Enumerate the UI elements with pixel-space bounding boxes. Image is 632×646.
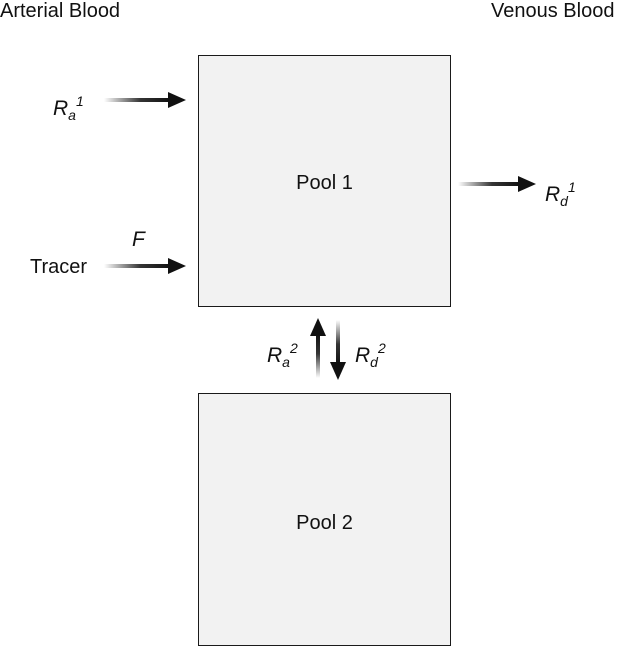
rd2-subscript: d xyxy=(370,354,378,370)
rd1-arrow xyxy=(458,176,536,192)
tracer-arrow xyxy=(104,258,186,274)
rd1-label: Rd1 xyxy=(545,176,576,212)
ra1-superscript: 1 xyxy=(75,93,84,109)
ra2-superscript: 2 xyxy=(289,340,298,356)
pool-2-label: Pool 2 xyxy=(296,512,353,534)
ra2-arrow xyxy=(310,318,326,378)
venous-blood-label: Venous Blood xyxy=(491,0,615,22)
ra1-label: Ra1 xyxy=(53,90,84,126)
arterial-blood-label: Arterial Blood xyxy=(0,0,121,22)
pool-1-box: Pool 1 xyxy=(198,55,451,307)
rd2-arrow xyxy=(330,320,346,380)
ra2-label: Ra2 xyxy=(267,337,298,373)
rd2-superscript: 2 xyxy=(377,340,386,356)
rd1-superscript: 1 xyxy=(567,179,576,195)
ra1-symbol: R xyxy=(53,97,69,120)
rd1-symbol: R xyxy=(545,183,561,206)
pool-2-box: Pool 2 xyxy=(198,393,451,646)
tracer-rate-label: F xyxy=(132,228,145,251)
ra2-symbol: R xyxy=(267,344,283,367)
ra2-subscript: a xyxy=(282,354,290,370)
tracer-label: Tracer xyxy=(30,256,88,278)
rd1-subscript: d xyxy=(560,193,568,209)
ra1-subscript: a xyxy=(68,107,76,123)
pool-1-label: Pool 1 xyxy=(296,172,353,194)
rd2-label: Rd2 xyxy=(355,337,386,373)
ra1-arrow xyxy=(104,92,186,108)
rd2-symbol: R xyxy=(355,344,371,367)
